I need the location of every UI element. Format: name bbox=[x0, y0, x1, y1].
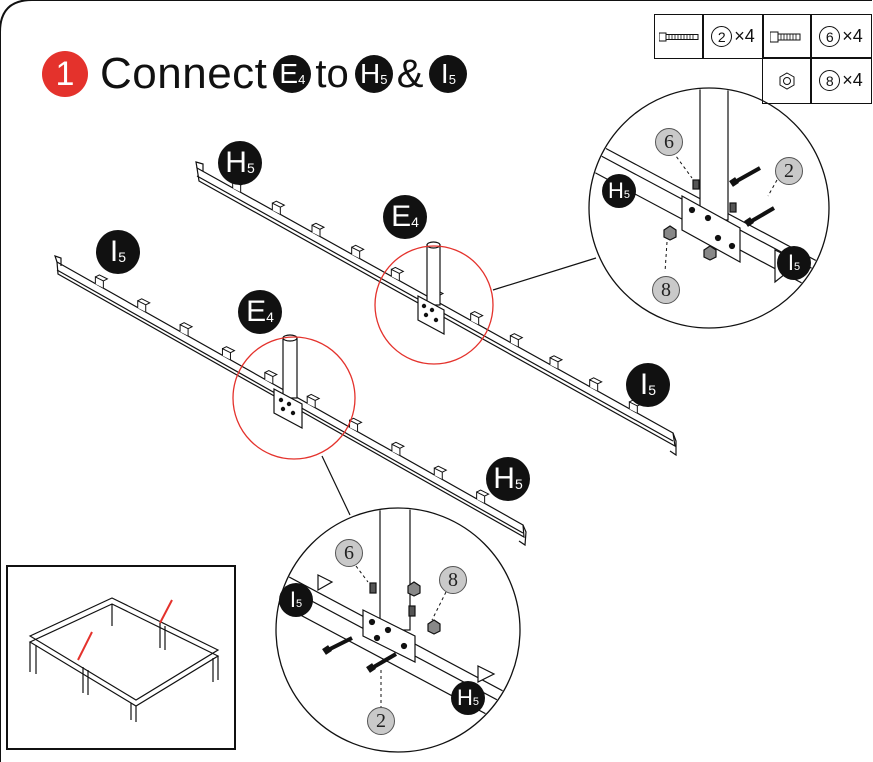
hardware-table: 2×4 6×4 8×4 bbox=[654, 14, 872, 104]
overview-box bbox=[6, 565, 236, 750]
frame-overview-thumbnail bbox=[28, 597, 220, 722]
leg-e4-lower bbox=[273, 334, 303, 430]
qty-short-bolt: 6×4 bbox=[810, 14, 872, 59]
ref-bolt-short-upper: 6 bbox=[655, 128, 683, 156]
leader-line bbox=[492, 257, 597, 291]
rail-bracket bbox=[390, 266, 405, 281]
rail-bracket bbox=[476, 489, 490, 504]
rail-bracket bbox=[271, 200, 286, 215]
leader-line bbox=[321, 455, 351, 516]
title-and: & bbox=[396, 51, 424, 96]
hex-nut-icon bbox=[762, 57, 812, 104]
rail-bracket bbox=[351, 244, 365, 259]
short-bolt-icon bbox=[762, 14, 812, 59]
rail-bracket bbox=[433, 465, 448, 480]
rail-bracket bbox=[311, 222, 326, 237]
title-to: to bbox=[315, 51, 349, 96]
leg-e4-upper bbox=[417, 241, 445, 336]
rail-bracket bbox=[549, 355, 564, 369]
step-number-badge: 1 bbox=[42, 51, 88, 97]
rail-brackets bbox=[94, 274, 490, 504]
rail-bracket bbox=[306, 393, 321, 408]
rail-bracket bbox=[391, 441, 406, 456]
rail-bracket bbox=[221, 346, 236, 360]
long-bolt-icon bbox=[654, 14, 704, 59]
ref-bolt-short-lower: 6 bbox=[335, 539, 363, 567]
detail-circle-upper bbox=[374, 245, 494, 365]
qty-hex-nut: 8×4 bbox=[810, 57, 872, 104]
qty-long-bolt: 2×4 bbox=[702, 14, 764, 59]
ref-bolt-long-lower: 2 bbox=[367, 707, 395, 735]
title-connect: Connect bbox=[100, 49, 268, 98]
rail-bracket bbox=[179, 322, 194, 336]
rail-bracket bbox=[264, 369, 278, 384]
rail-bracket bbox=[509, 333, 524, 347]
rail-bracket bbox=[137, 298, 151, 312]
rail-bracket bbox=[94, 274, 109, 288]
ref-nut-upper: 8 bbox=[652, 276, 680, 304]
rail-bracket bbox=[589, 377, 603, 391]
detail-circle-lower bbox=[232, 336, 356, 460]
zoom-detail-lower bbox=[275, 507, 521, 753]
ref-nut-lower: 8 bbox=[439, 566, 467, 594]
ref-bolt-long-upper: 2 bbox=[775, 157, 803, 185]
rail-bracket bbox=[470, 311, 484, 325]
